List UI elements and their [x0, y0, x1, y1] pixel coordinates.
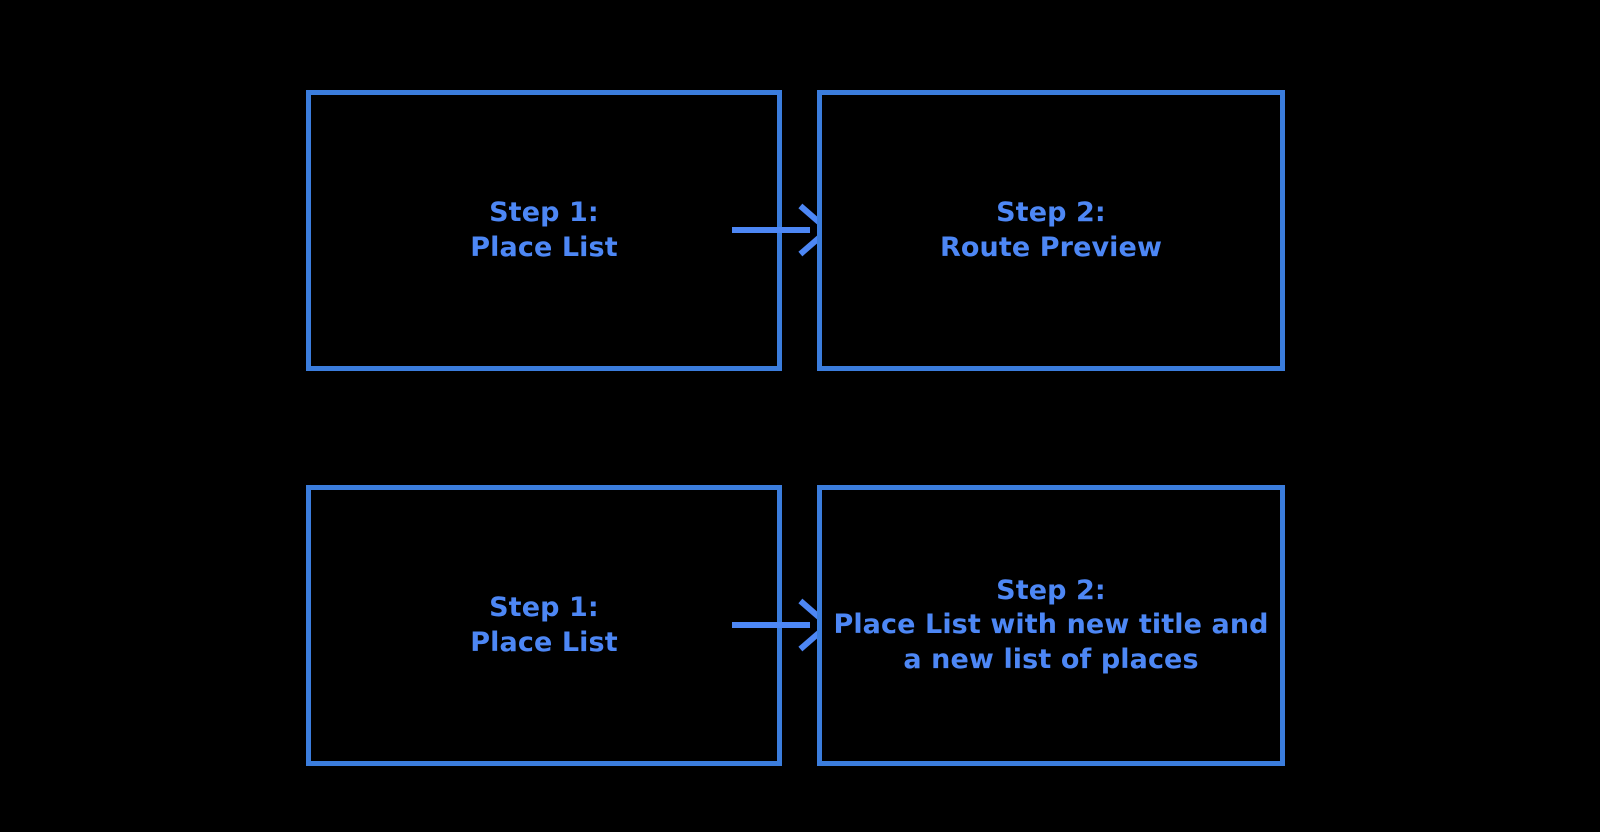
flow-step-label: Step 1: Place List — [470, 196, 618, 263]
flow-row-route-preview: Step 1: Place List Step 2: Route Preview — [0, 85, 1600, 375]
flow-step-box-step-1-place-list[interactable]: Step 1: Place List — [306, 90, 782, 371]
flow-step-label: Step 1: Place List — [470, 591, 618, 658]
flow-step-box-step-2-new-place-list[interactable]: Step 2: Place List with new title and a … — [817, 485, 1285, 766]
flow-step-label: Step 2: Place List with new title and a … — [833, 574, 1269, 675]
flow-row-new-place-list: Step 1: Place List Step 2: Place List wi… — [0, 480, 1600, 770]
arrow-right-icon — [732, 598, 824, 652]
arrow-right-icon — [732, 203, 824, 257]
flow-step-box-step-2-route-preview[interactable]: Step 2: Route Preview — [817, 90, 1285, 371]
flow-step-box-step-1-place-list[interactable]: Step 1: Place List — [306, 485, 782, 766]
flow-step-label: Step 2: Route Preview — [939, 196, 1162, 263]
arrow-shaft — [732, 227, 810, 233]
arrow-shaft — [732, 622, 810, 628]
